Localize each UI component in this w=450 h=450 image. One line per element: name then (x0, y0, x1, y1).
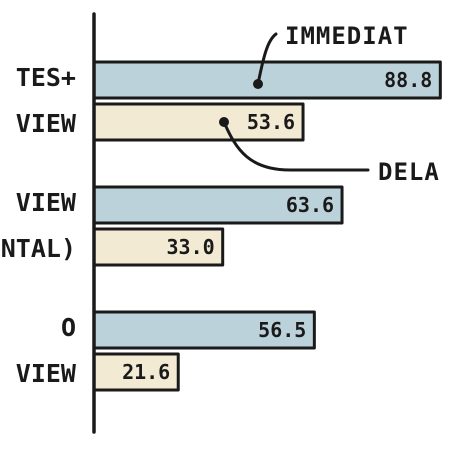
value-label-delayed-1: 33.0 (167, 235, 215, 259)
category-label-0-1: VIEW (16, 109, 77, 138)
annotation-dot-delayed (219, 117, 229, 127)
value-label-immediate-1: 63.6 (286, 193, 334, 217)
bar-immediate-2 (92, 310, 316, 350)
value-label-immediate-0: 88.8 (384, 68, 432, 92)
value-label-delayed-2: 21.6 (122, 360, 170, 384)
value-label-delayed-0: 53.6 (247, 110, 295, 134)
bar-immediate-1 (92, 185, 344, 225)
value-label-immediate-2: 56.5 (258, 318, 306, 342)
bar-delayed-1 (92, 227, 225, 267)
category-label-2-0: O (61, 313, 76, 342)
annotation-label-immediate: IMMEDIAT (285, 22, 409, 50)
value-labels: 88.8 53.6 63.6 33.0 56.5 21.6 (122, 68, 432, 384)
category-labels: TES+ VIEW VIEW NTAL) O VIEW (1, 63, 77, 388)
category-label-0-0: TES+ (16, 63, 76, 92)
bars (92, 60, 442, 392)
category-label-2-1: VIEW (16, 359, 77, 388)
series-annotations: IMMEDIAT DELA (219, 22, 440, 186)
annotation-dot-immediate (253, 79, 263, 89)
bar-delayed-0 (92, 102, 305, 142)
category-label-1-0: VIEW (16, 188, 77, 217)
annotation-leader-immediate (256, 32, 278, 86)
category-label-1-1: NTAL) (1, 234, 76, 263)
annotation-label-delayed: DELA (378, 158, 440, 186)
annotation-leader-delayed (222, 120, 370, 172)
